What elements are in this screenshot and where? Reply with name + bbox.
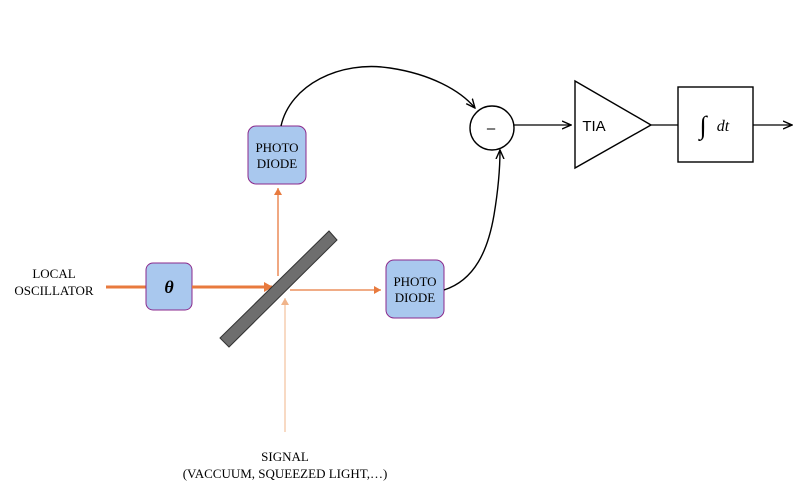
local-oscillator-label-line1: LOCAL <box>32 266 75 281</box>
photodiode-top-label-line1: PHOTO <box>255 140 298 155</box>
photodiode-top-label-line2: DIODE <box>257 156 297 171</box>
wire-right-photodiode-to-subtractor <box>443 150 500 291</box>
subtractor-node: – <box>469 105 515 151</box>
integrator-dt-label: dt <box>717 118 730 135</box>
subtractor-symbol: – <box>487 120 496 137</box>
phase-shifter-block: θ <box>145 262 193 311</box>
theta-symbol: θ <box>164 277 174 297</box>
tia-label: TIA <box>582 118 605 135</box>
photodiode-right-label-line2: DIODE <box>395 290 435 305</box>
photodiode-right: PHOTO DIODE <box>385 259 445 319</box>
wire-top-photodiode-to-subtractor <box>280 65 475 127</box>
integral-symbol: ∫ <box>697 111 708 141</box>
tia-amplifier: TIA <box>574 79 653 170</box>
local-oscillator-label-line2: OSCILLATOR <box>14 283 94 298</box>
photodiode-right-label-line1: PHOTO <box>393 274 436 289</box>
signal-label-line2: (VACCUUM, SQUEEZED LIGHT,…) <box>183 466 388 481</box>
beam-splitter <box>219 230 338 348</box>
integrator-block: ∫ dt <box>677 86 754 163</box>
photodiode-top: PHOTO DIODE <box>247 125 307 185</box>
signal-label-line1: SIGNAL <box>261 449 309 464</box>
